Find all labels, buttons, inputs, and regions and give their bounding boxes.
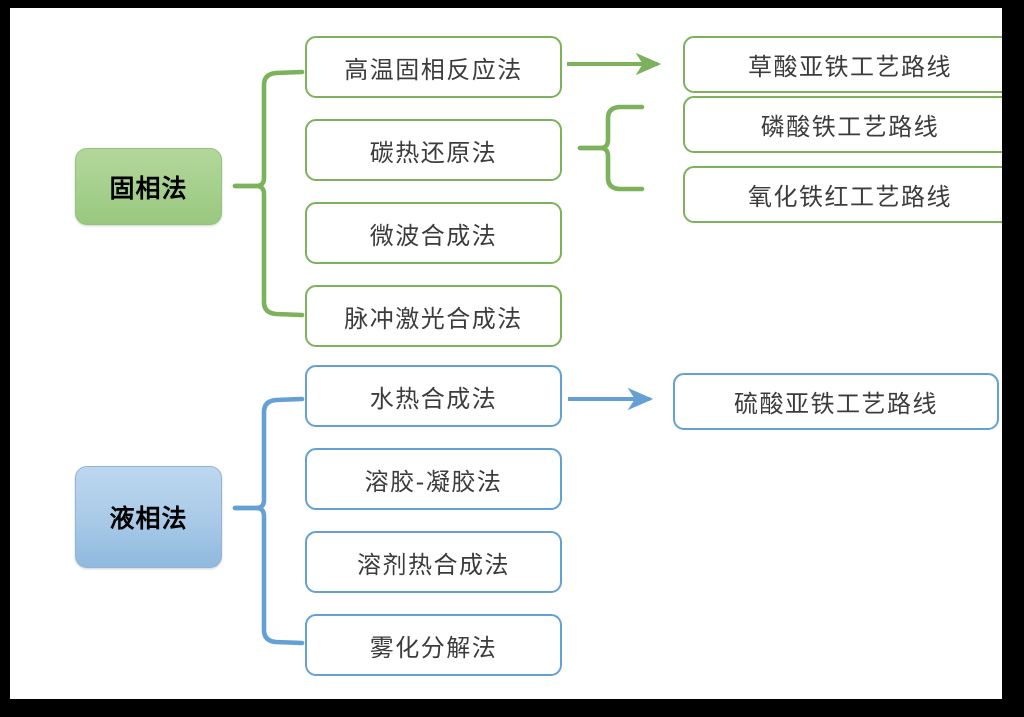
route-box-ferrous-oxalate[interactable]: 草酸亚铁工艺路线 (683, 36, 1002, 93)
brace-liquid-root (232, 396, 305, 646)
method-box-carbothermal-reduction[interactable]: 碳热还原法 (305, 119, 562, 181)
route-box-ferrous-sulfate[interactable]: 硫酸亚铁工艺路线 (673, 373, 999, 430)
root-node-liquid-phase[interactable]: 液相法 (75, 466, 222, 568)
method-box-solvothermal-synthesis[interactable]: 溶剂热合成法 (305, 531, 562, 593)
method-box-hydrothermal-synthesis[interactable]: 水热合成法 (305, 365, 562, 427)
diagram-canvas: 固相法 高温固相反应法 碳热还原法 微波合成法 脉冲激光合成法 草酸亚铁工艺路线… (10, 8, 1002, 699)
method-box-high-temp-solid-state[interactable]: 高温固相反应法 (305, 36, 562, 98)
method-box-spray-decomposition[interactable]: 雾化分解法 (305, 614, 562, 676)
route-box-iron-phosphate[interactable]: 磷酸铁工艺路线 (683, 96, 1002, 153)
method-box-sol-gel[interactable]: 溶胶-凝胶法 (305, 448, 562, 510)
brace-solid-root (232, 69, 305, 318)
method-box-pulsed-laser-synthesis[interactable]: 脉冲激光合成法 (305, 285, 562, 347)
route-box-iron-oxide-red[interactable]: 氧化铁红工艺路线 (683, 166, 1002, 223)
method-box-microwave-synthesis[interactable]: 微波合成法 (305, 202, 562, 264)
root-node-solid-phase[interactable]: 固相法 (75, 148, 222, 225)
brace-carbothermal-routes (577, 104, 645, 192)
